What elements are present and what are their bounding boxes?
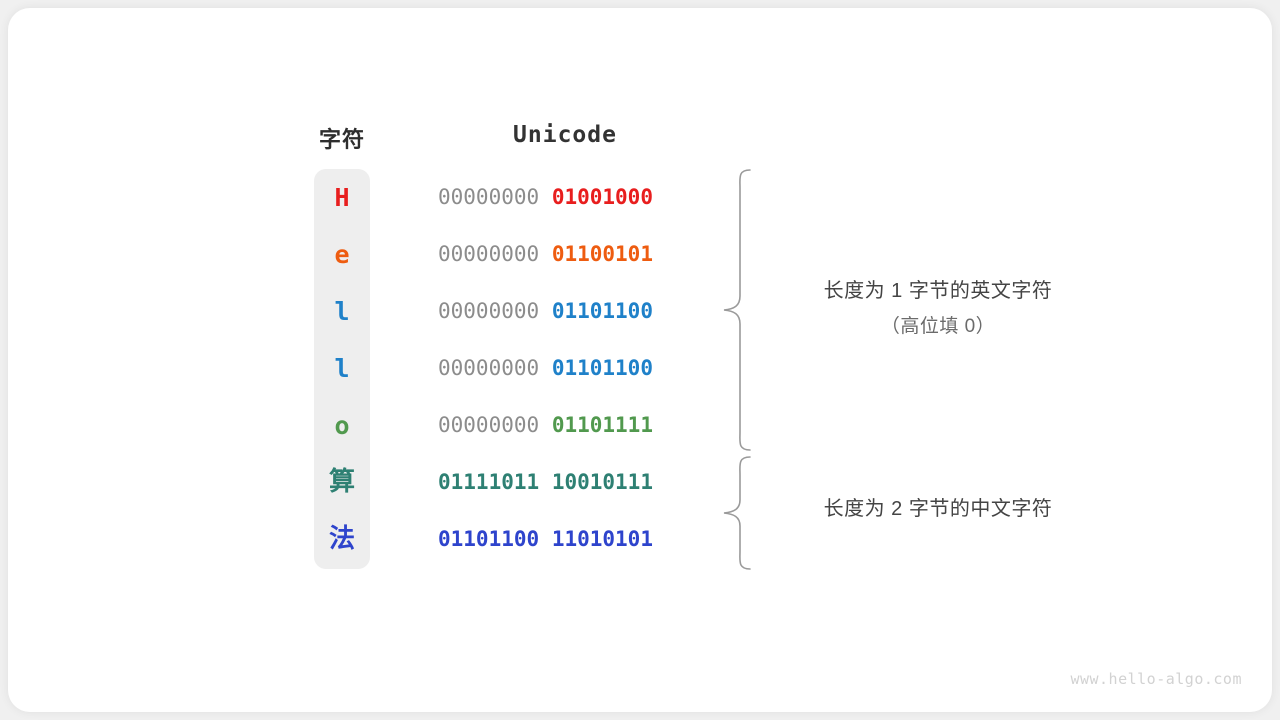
binary-low-byte: 01101100	[551, 299, 653, 323]
unicode-binary-row: 00000000 01100101	[438, 226, 692, 283]
annotation-two-byte: 长度为 2 字节的中文字符	[768, 491, 1108, 527]
binary-high-byte: 00000000	[438, 299, 540, 323]
unicode-binary-row: 00000000 01101100	[438, 340, 692, 397]
annotation-one-byte-main: 长度为 1 字节的英文字符	[823, 280, 1053, 302]
binary-high-byte: 00000000	[438, 413, 540, 437]
binary-low-byte: 01101111	[551, 413, 653, 437]
brace-group-2-byte	[723, 456, 751, 570]
column-header-character: 字符	[318, 127, 365, 152]
annotation-two-byte-main: 长度为 2 字节的中文字符	[823, 498, 1053, 520]
character-cell: e	[334, 240, 350, 269]
unicode-binary-row: 00000000 01101111	[438, 397, 692, 454]
unicode-binary-row: 00000000 01001000	[438, 169, 692, 226]
binary-high-byte: 01111011	[438, 470, 540, 494]
binary-high-byte: 01101100	[438, 527, 540, 551]
binary-low-byte: 11010101	[551, 527, 653, 551]
character-cell: 法	[328, 524, 355, 554]
column-header-unicode: Unicode	[513, 122, 617, 148]
unicode-binary-row: 01101100 11010101	[438, 511, 692, 568]
annotation-one-byte: 长度为 1 字节的英文字符 （高位填 0）	[768, 273, 1108, 345]
watermark: www.hello-algo.com	[1070, 670, 1242, 688]
unicode-binary-row: 00000000 01101100	[438, 283, 692, 340]
binary-high-byte: 00000000	[438, 185, 540, 209]
binary-high-byte: 00000000	[438, 356, 540, 380]
character-cell: o	[334, 411, 350, 440]
binary-high-byte: 00000000	[438, 242, 540, 266]
unicode-binary-row: 01111011 10010111	[438, 454, 692, 511]
character-cell: H	[334, 183, 350, 212]
binary-low-byte: 01100101	[551, 242, 653, 266]
brace-group-1-byte	[723, 169, 751, 451]
character-column-pill	[314, 169, 370, 569]
binary-low-byte: 10010111	[551, 470, 653, 494]
binary-low-byte: 01101100	[551, 356, 653, 380]
binary-low-byte: 01001000	[551, 185, 653, 209]
character-cell: l	[334, 354, 350, 383]
annotation-one-byte-sub: （高位填 0）	[880, 316, 996, 337]
character-cell: l	[334, 297, 350, 326]
character-cell: 算	[328, 467, 355, 497]
